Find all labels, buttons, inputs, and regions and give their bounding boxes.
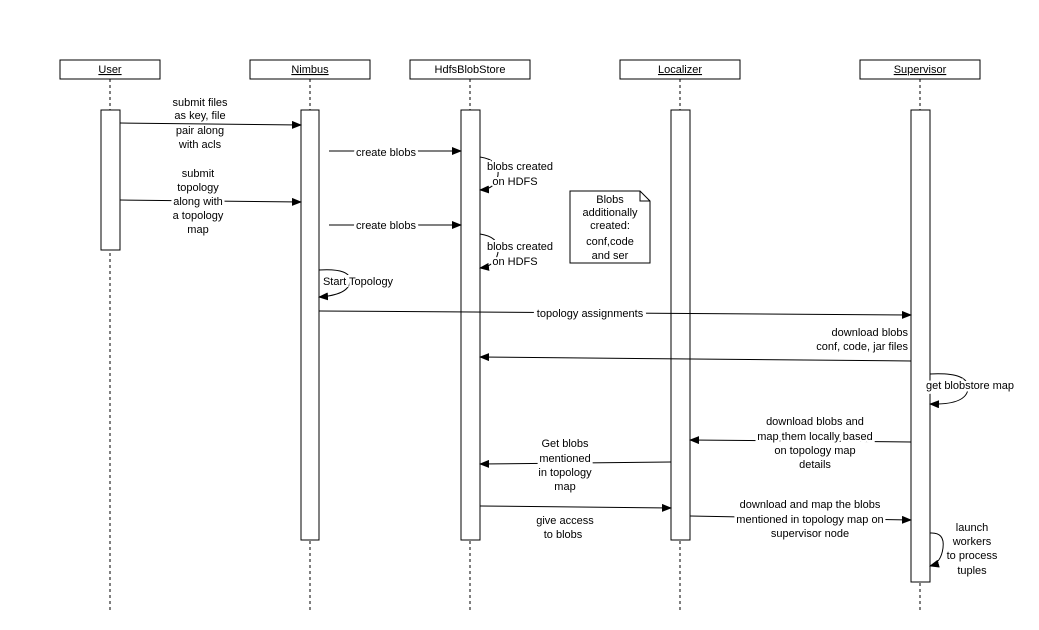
participant-localizer: Localizer [619, 59, 741, 80]
message-label: create blobs [356, 147, 416, 159]
message-label: mentioned in topology map on [736, 514, 883, 526]
message-label: workers [952, 536, 992, 548]
message-arrow [479, 503, 672, 512]
participant-user: User [59, 59, 161, 80]
message-arrow [318, 310, 912, 319]
message-label: in topology [538, 467, 592, 479]
message-label: blobs created [487, 241, 553, 253]
message-label: download blobs [832, 327, 909, 339]
message-label: as key, file [174, 110, 225, 122]
message-label: download and map the blobs [740, 499, 881, 511]
message-arrow [929, 532, 944, 568]
message-label: to blobs [544, 529, 583, 541]
message-arrow [479, 233, 499, 271]
message-arrow [119, 197, 302, 206]
message-label: on topology map [774, 445, 855, 457]
message-label: submit files [172, 97, 228, 109]
message-label: submit [182, 168, 214, 180]
message-topology-assignments: topology assignments [318, 305, 912, 323]
message-give-access: give access to blobs [479, 503, 672, 541]
note-line: created: [590, 220, 630, 232]
message-label: on HDFS [492, 176, 537, 188]
message-label: create blobs [356, 220, 416, 232]
message-label: map [187, 224, 208, 236]
message-label: Get blobs [541, 438, 589, 450]
message-label: map them locally based [757, 431, 873, 443]
message-arrow [479, 156, 499, 194]
activation-supervisor [910, 109, 931, 583]
participant-hdfsblobstore: HdfsBlobStore [409, 59, 531, 80]
note-blobs-additionally-created: Blobs additionally created: conf,code an… [569, 190, 651, 264]
activation-hdfsblobstore [460, 109, 481, 541]
message-label: topology assignments [537, 308, 644, 320]
message-arrow [689, 515, 912, 524]
activation-user [100, 109, 121, 251]
message-blobs-created-2: blobs created on HDFS [479, 233, 555, 271]
message-label: with acls [178, 139, 222, 151]
activation-nimbus [300, 109, 320, 541]
note-line: additionally [582, 207, 638, 219]
message-label: launch [956, 522, 988, 534]
message-launch-workers: launch workers to process tuples [929, 520, 1000, 579]
note-line: conf,code [586, 236, 634, 248]
participant-user-label: User [98, 64, 122, 76]
message-label: Start Topology [323, 276, 394, 288]
message-get-blobs: Get blobs mentioned in topology map [479, 438, 672, 493]
message-label: download blobs and [766, 416, 864, 428]
participant-supervisor-label: Supervisor [894, 64, 947, 76]
message-start-topology: Start Topology [318, 269, 396, 301]
message-label: tuples [957, 565, 987, 577]
message-label: a topology [173, 210, 224, 222]
activation-localizer [670, 109, 691, 541]
message-label: pair along [176, 125, 224, 137]
message-label: details [799, 459, 831, 471]
message-arrow [479, 353, 912, 362]
message-label: get blobstore map [926, 380, 1014, 392]
message-blobs-created-1: blobs created on HDFS [479, 156, 555, 194]
message-create-blobs-2: create blobs [329, 218, 462, 235]
message-arrow [929, 373, 969, 409]
message-label: mentioned [539, 453, 590, 465]
message-label: conf, code, jar files [816, 341, 908, 353]
participant-nimbus-label: Nimbus [291, 64, 329, 76]
message-label: along with [173, 196, 223, 208]
participant-localizer-label: Localizer [658, 64, 702, 76]
message-download-and-map-blobs: download and map the blobs mentioned in … [689, 499, 912, 540]
message-arrow [119, 120, 302, 129]
participant-supervisor: Supervisor [859, 59, 981, 80]
message-download-and-map-locally: download blobs and map them locally base… [689, 416, 912, 471]
participant-hdfsblobstore-label: HdfsBlobStore [435, 64, 506, 76]
message-label: supervisor node [771, 528, 849, 540]
message-arrow [479, 459, 672, 468]
message-arrow [318, 269, 351, 301]
participant-nimbus: Nimbus [249, 59, 371, 80]
message-label: on HDFS [492, 256, 537, 268]
message-label: give access [536, 515, 594, 527]
message-create-blobs-1: create blobs [329, 145, 462, 162]
message-label: to process [947, 550, 998, 562]
message-submit-files: submit files as key, file pair along wit… [119, 97, 302, 151]
note-line: Blobs [596, 194, 624, 206]
message-download-blobs: download blobs conf, code, jar files [479, 327, 912, 362]
message-get-blobstore-map: get blobstore map [923, 373, 1017, 409]
message-arrow [689, 436, 912, 445]
message-label: blobs created [487, 161, 553, 173]
note-line: and ser [592, 250, 629, 262]
message-label: map [554, 481, 575, 493]
message-submit-topology: submit topology along with a topology ma… [119, 168, 302, 236]
message-label: topology [177, 182, 219, 194]
